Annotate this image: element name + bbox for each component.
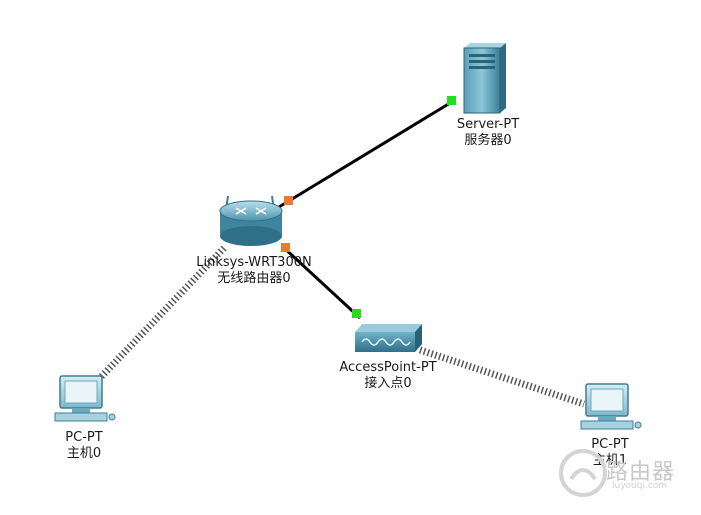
watermark-logo-icon xyxy=(559,449,607,497)
router-label: Linksys-WRT300N 无线路由器0 xyxy=(196,255,311,287)
link-status-dot-ap xyxy=(352,309,361,318)
pc-icon-1[interactable] xyxy=(580,383,642,430)
link-status-dot-router-lower xyxy=(281,243,290,252)
watermark-text: 路由器 xyxy=(606,460,676,485)
router-name: 无线路由器0 xyxy=(217,271,291,286)
link-status-dot-router-upper xyxy=(284,196,293,205)
link-router-server[interactable] xyxy=(273,98,456,212)
link-router-ap[interactable] xyxy=(280,244,362,320)
pc-icon-0[interactable] xyxy=(54,375,116,422)
pc0-type: PC-PT xyxy=(65,430,103,445)
pc0-name: 主机0 xyxy=(66,446,102,461)
server-name: 服务器0 xyxy=(464,133,512,148)
pc0-label: PC-PT 主机0 xyxy=(65,430,102,462)
access-point-type: AccessPoint-PT xyxy=(339,360,437,375)
watermark-url: luyouqi.com xyxy=(612,481,668,491)
access-point-icon[interactable] xyxy=(355,324,422,352)
server-label: Server-PT 服务器0 xyxy=(457,117,519,149)
pc1-type: PC-PT xyxy=(591,437,629,452)
access-point-label: AccessPoint-PT 接入点0 xyxy=(339,360,436,392)
access-point-name: 接入点0 xyxy=(364,376,412,391)
server-type: Server-PT xyxy=(456,117,520,132)
router-type: Linksys-WRT300N xyxy=(196,255,312,270)
wireless-router-icon[interactable] xyxy=(219,195,283,246)
server-icon[interactable] xyxy=(463,43,506,114)
link-status-dot-server xyxy=(447,96,456,105)
wireless-link-ap-pc1[interactable] xyxy=(418,346,586,408)
